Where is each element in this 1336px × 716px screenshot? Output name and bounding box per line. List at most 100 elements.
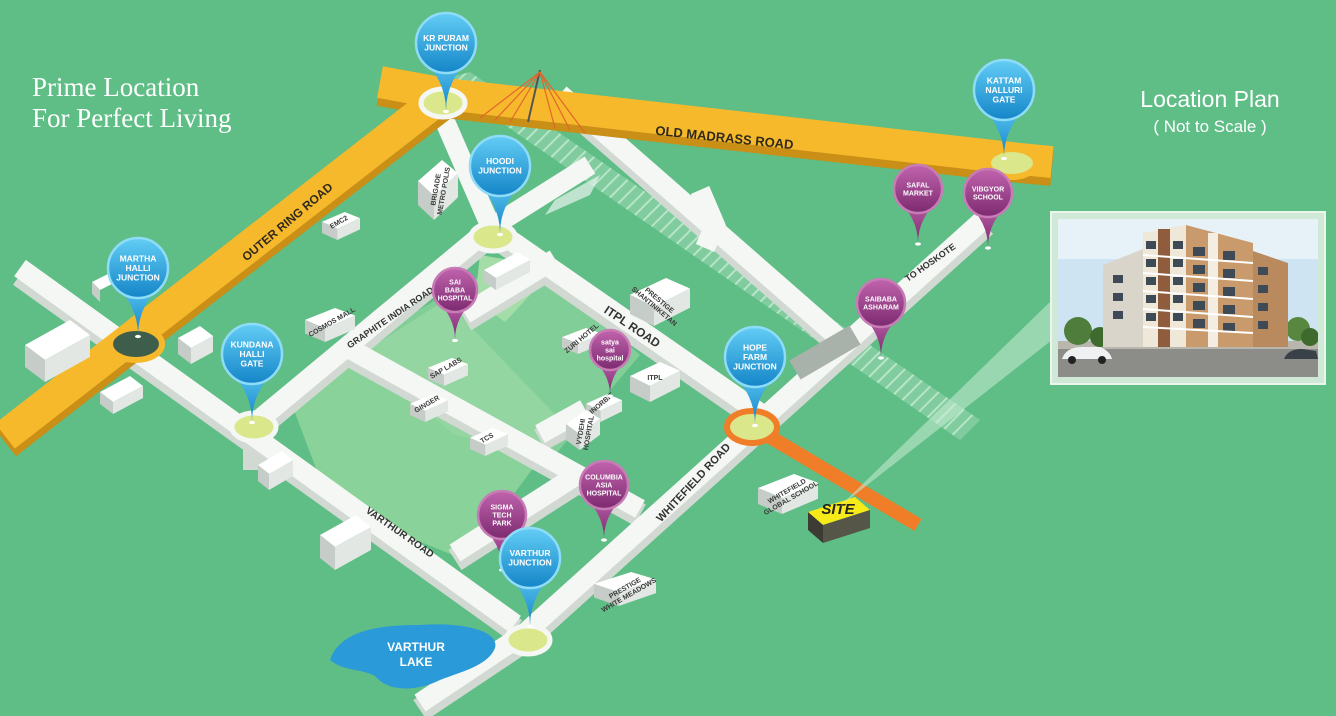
pin-point-dot: [752, 423, 758, 428]
junction-pin-label-varthur-0: VARTHUR: [510, 548, 551, 558]
junction-pin-label-kundana-halli-1: HALLI: [239, 349, 264, 359]
lake-label-line-2: LAKE: [400, 655, 433, 669]
map-marker-icon: [723, 325, 787, 389]
lake-label-line-1: VARTHUR: [387, 640, 445, 654]
place-pin-label-sigma-tech-park-1: TECH: [492, 512, 511, 519]
building-ginger: GINGER: [410, 394, 448, 422]
place-pin-label-sigma-tech-park-2: PARK: [492, 520, 511, 527]
building-tcs: TCS: [470, 428, 508, 456]
pin-point-dot: [452, 338, 458, 343]
junction-pin-label-kundana-halli-0: KUNDANA: [231, 339, 274, 349]
junction-pin-label-martha-halli-0: MARTHA: [120, 253, 157, 263]
map-marker-icon: [414, 11, 478, 75]
junction-pin-label-varthur-1: JUNCTION: [508, 558, 551, 568]
junction-pin-label-hoodi-1: JUNCTION: [478, 166, 521, 176]
headline-line-1: Prime Location: [32, 72, 200, 102]
place-marker-icon: [962, 167, 1014, 219]
map-marker-icon: [106, 236, 170, 300]
pin-point-dot: [915, 242, 921, 246]
place-marker-icon: [476, 489, 528, 541]
pin-point-dot: [601, 538, 607, 542]
junction-pin-label-hope-farm-1: FARM: [743, 352, 767, 362]
road-label-whitefield: WHITEFIELD ROAD: [654, 441, 733, 524]
site-marker[interactable]: SITE: [808, 497, 870, 543]
place-pin-label-sai-baba-hospital-0: SAI: [449, 279, 461, 286]
place-marker-icon: [855, 277, 907, 329]
pin-point-dot: [527, 624, 533, 629]
site-road: [751, 421, 922, 532]
place-marker-icon: [892, 163, 944, 215]
place-pin-label-columbia-asia-hospital-1: ASIA: [596, 482, 613, 489]
junction-pin-label-hope-farm-0: HOPE: [743, 342, 767, 352]
varthur-lake: VARTHUR LAKE: [330, 624, 496, 689]
headline-line-2: For Perfect Living: [32, 103, 232, 133]
junction-pin-label-martha-halli-1: HALLI: [125, 263, 150, 273]
place-pin-label-satya-sai-hospital-0: satya: [601, 339, 619, 346]
apartment-building-image: [1058, 219, 1318, 377]
junction-pin-label-martha-halli-2: JUNCTION: [116, 272, 159, 282]
plan-title-text: Location Plan: [1140, 86, 1280, 112]
place-pin-label-sigma-tech-park-0: SIGMA: [491, 504, 514, 511]
headline: Prime Location For Perfect Living: [32, 72, 231, 134]
building-label-vydehi-hospital-0: VYDEHI: [576, 418, 587, 445]
map-marker-icon: [498, 526, 562, 590]
pin-point-dot: [985, 246, 991, 250]
place-pin-label-vibgyor-school-1: SCHOOL: [973, 194, 1004, 201]
pin-point-dot: [443, 109, 449, 114]
junction-rings: [107, 86, 1039, 657]
place-pin-label-saibaba-asharam-0: SAIBABA: [865, 296, 897, 303]
place-pin-label-columbia-asia-hospital-2: HOSPITAL: [587, 490, 623, 497]
building-emc2: EMC2: [322, 212, 360, 240]
junction-pin-label-hoodi-0: HOODI: [486, 156, 514, 166]
project-photo: [1050, 211, 1326, 385]
location-plan-title: Location Plan ( Not to Scale ): [1106, 86, 1314, 140]
plan-subtitle: ( Not to Scale ): [1153, 117, 1267, 136]
building-blocks: [25, 252, 530, 570]
junction-pin-label-kattam-nalluri-1: NALLURI: [985, 85, 1022, 95]
building-itpl: ITPL: [630, 362, 680, 402]
junction-pin-label-kattam-nalluri-2: GATE: [993, 94, 1016, 104]
map-marker-icon: [972, 58, 1036, 122]
map-marker-icon: [468, 134, 532, 198]
site-photo-beam: [838, 300, 1052, 508]
flyover-bridge-icon: [479, 69, 586, 134]
place-pin-label-safal-market-0: SAFAL: [907, 182, 931, 189]
junction-pin-label-kattam-nalluri-0: KATTAM: [987, 75, 1022, 85]
junction-pin-label-hope-farm-2: JUNCTION: [733, 361, 776, 371]
place-pin-label-vibgyor-school-0: VIBGYOR: [972, 186, 1004, 193]
place-marker-icon: [431, 266, 479, 314]
pin-point-dot: [878, 356, 884, 360]
place-pin-label-saibaba-asharam-1: ASHARAM: [863, 304, 899, 311]
pin-point-dot: [135, 334, 141, 339]
road-label-outer-ring: OUTER RING ROAD: [239, 180, 336, 264]
junction-pin-label-kundana-halli-2: GATE: [241, 358, 264, 368]
place-pin-label-satya-sai-hospital-1: sai: [605, 347, 615, 354]
pin-point-dot: [249, 420, 255, 425]
place-pin-label-satya-sai-hospital-2: hospital: [597, 355, 624, 362]
pin-point-dot: [497, 232, 503, 237]
building-label-itpl-0: ITPL: [647, 375, 663, 382]
place-pin-label-sai-baba-hospital-2: HOSPITAL: [438, 295, 474, 302]
place-pin-label-safal-market-1: MARKET: [903, 190, 934, 197]
place-pin-label-sai-baba-hospital-1: BABA: [445, 287, 465, 294]
pin-point-dot: [1001, 156, 1007, 161]
